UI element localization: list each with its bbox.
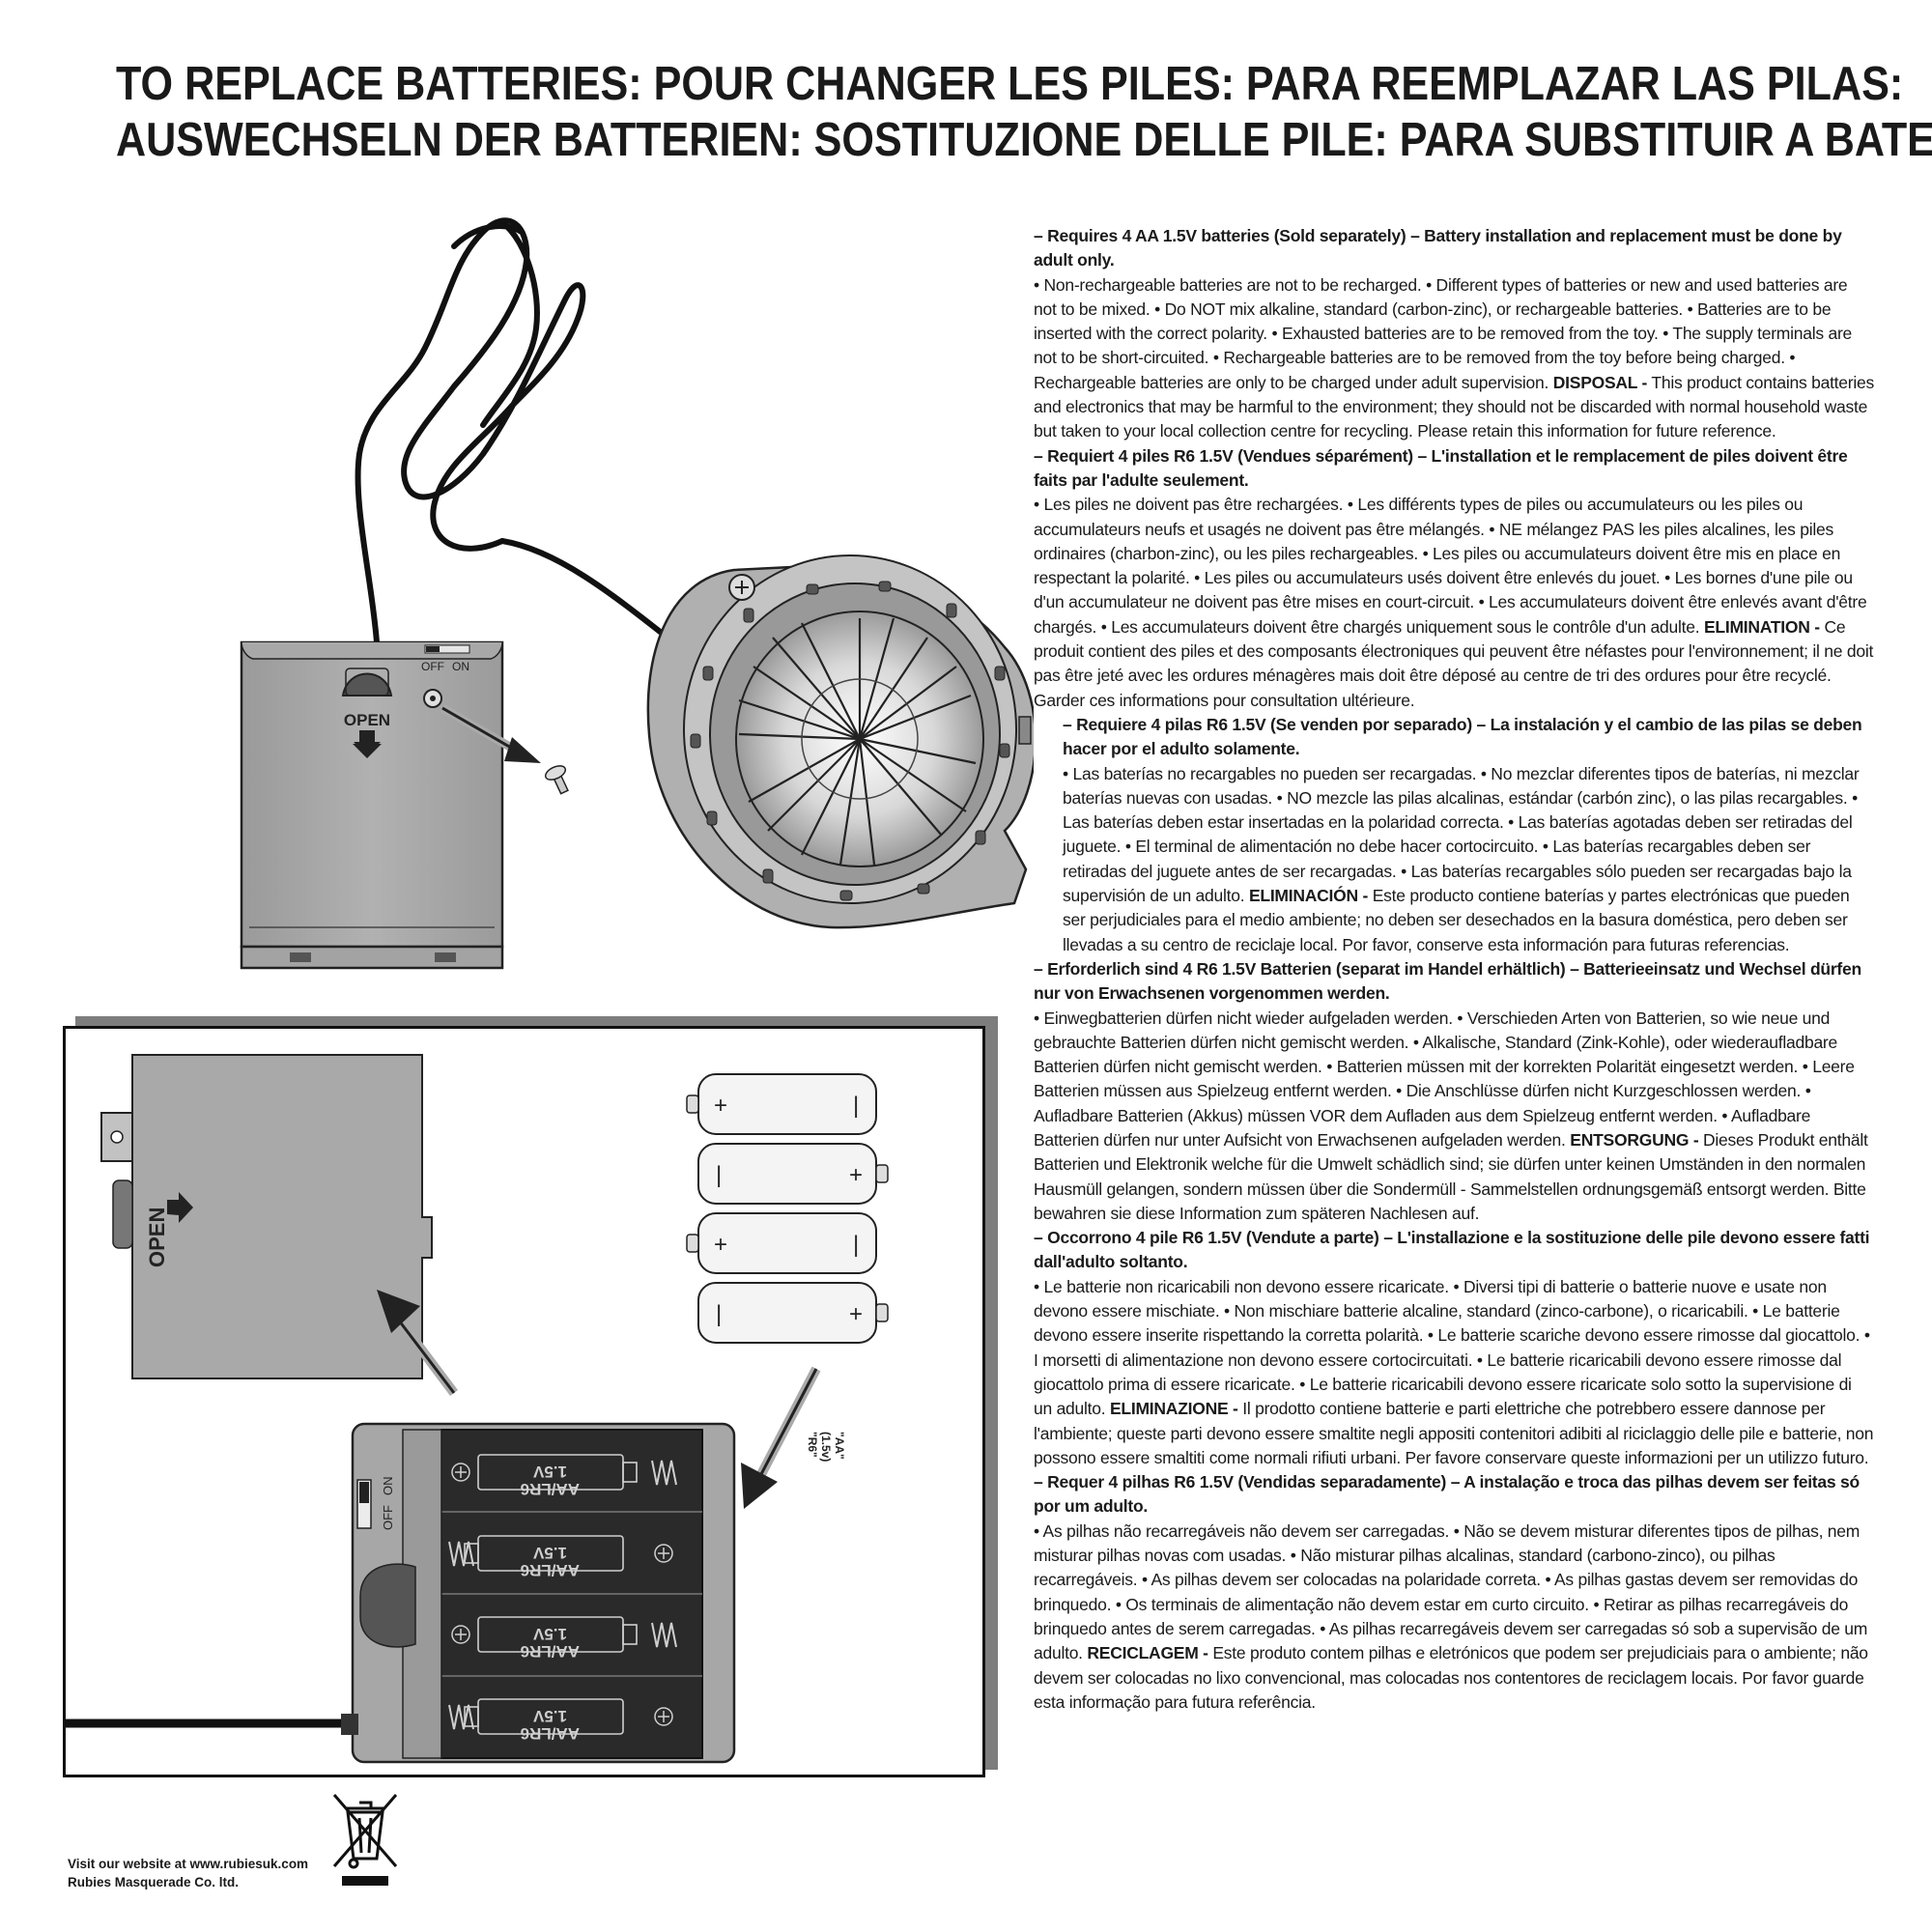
battery-replacement-illustration: OPEN + | | + + | | + [63,1054,889,1764]
holder-off-label: OFF [381,1505,395,1530]
section-english: – Requires 4 AA 1.5V batteries (Sold sep… [1034,224,1874,444]
footer: Visit our website at www.rubiesuk.com Ru… [68,1855,308,1891]
cell-4-label-voltage: 1.5V [532,1707,567,1725]
battery-type-aa: "AA" [833,1432,846,1460]
battery-box [240,640,504,970]
cell-2-label-voltage: 1.5V [532,1544,567,1562]
cell-2-label-type: AA/LR6 [521,1561,580,1579]
cell-3-label-type: AA/LR6 [521,1642,580,1661]
battery-insert-arrow-icon [741,1366,821,1509]
battery-box-and-fan-illustration: OFF ON OPEN [240,217,1034,970]
battery-instructions: – Requires 4 AA 1.5V batteries (Sold sep… [1034,224,1874,1715]
battery-3 [686,1212,877,1274]
disposal-label: ENTSORGUNG - [1570,1129,1699,1150]
section-heading: – Requiere 4 pilas R6 1.5V (Se venden po… [1063,714,1862,759]
blower-fan [646,554,1034,929]
title-line-1: TO REPLACE BATTERIES: POUR CHANGER LES P… [116,58,1904,110]
battery-type-voltage: (1.5v) [819,1432,833,1462]
battery-2 [697,1143,889,1205]
battery-3-minus: | [853,1232,859,1258]
section-body: • Non-rechargeable batteries are not to … [1034,274,1874,441]
section-heading: – Erforderlich sind 4 R6 1.5V Batterien … [1034,958,1861,1004]
lid-open-label: OPEN [145,1208,169,1267]
battery-1 [686,1073,877,1135]
open-battery-holder [63,1422,736,1764]
loose-batteries [686,1073,889,1344]
battery-2-plus: + [849,1162,863,1188]
screw-icon [544,765,569,795]
section-body: • Einwegbatterien dürfen nicht wieder au… [1034,1008,1868,1223]
lid-arrow-icon [377,1290,458,1396]
section-body: • As pilhas não recarregáveis não devem … [1034,1520,1868,1712]
section-portuguese: – Requer 4 pilhas R6 1.5V (Vendidas sepa… [1034,1470,1874,1715]
title-line-2: AUSWECHSELN DER BATTERIEN: SOSTITUZIONE … [116,114,1932,166]
crossed-out-wheelie-bin-icon [332,1794,398,1886]
battery-1-minus: | [853,1093,859,1119]
battery-1-plus: + [714,1093,727,1119]
section-german: – Erforderlich sind 4 R6 1.5V Batterien … [1034,957,1874,1226]
disposal-label: ELIMINAZIONE - [1110,1399,1238,1419]
battery-3-plus: + [714,1232,727,1258]
section-heading: – Requires 4 AA 1.5V batteries (Sold sep… [1034,226,1842,270]
cell-1-label-voltage: 1.5V [532,1463,567,1481]
cell-1-label-type: AA/LR6 [521,1480,580,1498]
cell-3-label-voltage: 1.5V [532,1625,567,1643]
section-heading: – Requiert 4 piles R6 1.5V (Vendues sépa… [1034,445,1848,490]
battery-lid [100,1054,433,1379]
disposal-label: RECICLAGEM - [1087,1643,1208,1663]
screw-removal-arrow-icon [440,704,541,763]
disposal-label: DISPOSAL - [1552,372,1648,392]
section-body: • Le batterie non ricaricabili non devon… [1034,1276,1874,1467]
section-heading: – Occorrono 4 pile R6 1.5V (Vendute a pa… [1034,1228,1870,1272]
open-arrow-down-icon [354,732,381,755]
website-link[interactable]: Visit our website at www.rubiesuk.com [68,1857,309,1871]
battery-4-minus: | [716,1301,722,1327]
section-heading: – Requer 4 pilhas R6 1.5V (Vendidas sepa… [1034,1472,1860,1517]
power-cord [355,217,689,655]
battery-2-minus: | [716,1162,722,1188]
cell-4-label-type: AA/LR6 [521,1724,580,1743]
disposal-label: ELIMINATION - [1703,616,1820,637]
section-body: • Les piles ne doivent pas être rechargé… [1034,495,1874,710]
section-french: – Requiert 4 piles R6 1.5V (Vendues sépa… [1034,444,1874,713]
section-spanish: – Requiere 4 pilas R6 1.5V (Se venden po… [1034,713,1874,957]
battery-4 [697,1282,889,1344]
holder-on-label: ON [381,1477,395,1496]
battery-4-plus: + [849,1301,863,1327]
box-off-label: OFF [421,660,444,673]
page-title: TO REPLACE BATTERIES: POUR CHANGER LES P… [116,56,1932,168]
battery-type-r6: "R6" [806,1432,819,1458]
section-body: • Las baterías no recargables no pueden … [1063,763,1860,954]
box-on-label: ON [452,660,469,673]
section-italian: – Occorrono 4 pile R6 1.5V (Vendute a pa… [1034,1226,1874,1470]
box-open-label: OPEN [344,711,390,729]
disposal-label: ELIMINACIÓN - [1248,886,1369,906]
company-name: Rubies Masquerade Co. ltd. [68,1875,240,1889]
